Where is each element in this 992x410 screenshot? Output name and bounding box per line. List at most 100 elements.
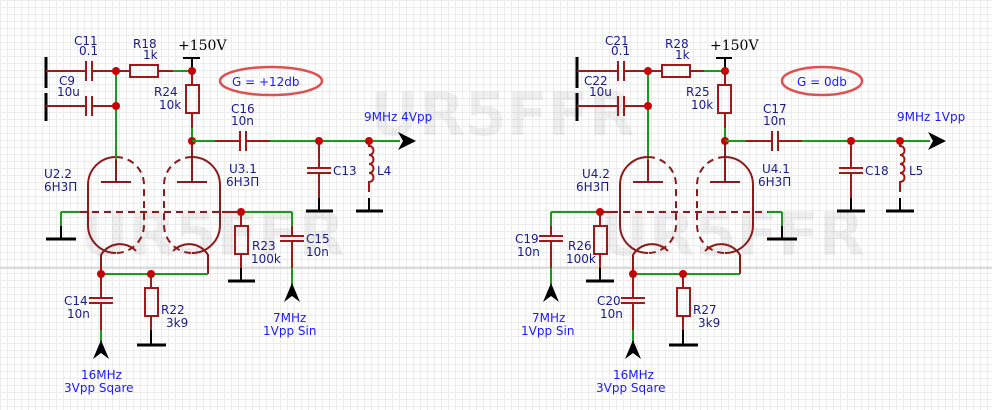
input-square-freq: 16MHz	[613, 368, 654, 382]
r22-value: 3k9	[166, 316, 188, 330]
c19-value: 10n	[517, 245, 540, 259]
tube-u4-1[interactable]	[696, 141, 754, 274]
u3-1-value: 6Н3П	[226, 175, 259, 189]
r23-ref: R23	[252, 239, 276, 253]
u2-2-value: 6Н3П	[44, 180, 77, 194]
r23-value: 100k	[251, 252, 281, 266]
u4-2-value: 6Н3П	[576, 180, 609, 194]
c17-value: 10n	[763, 114, 786, 128]
output-label: 9MHz 1Vpp	[897, 110, 965, 124]
capacitor-c15[interactable]	[280, 212, 304, 285]
c11-value: 0.1	[79, 44, 98, 58]
c11-ref: C11	[74, 34, 98, 48]
resistor-r27[interactable]	[669, 274, 698, 347]
resistor-r24[interactable]	[185, 71, 200, 141]
c18-ref: C18	[865, 164, 889, 178]
c14-value: 10n	[67, 307, 90, 321]
c22-ref: C22	[584, 74, 608, 88]
c15-value: 10n	[306, 245, 329, 259]
u3-1-ref: U3.1	[229, 162, 257, 176]
input-arrow-icon	[93, 340, 109, 359]
c22-value: 10u	[589, 85, 612, 99]
r26-value: 100k	[566, 252, 596, 266]
capacitor-c16[interactable]	[192, 131, 400, 151]
tube-u2-2[interactable]	[87, 140, 145, 274]
r22-ref: R22	[161, 303, 185, 317]
input-square-amp: 3Vpp Sqare	[64, 381, 134, 395]
u4-1-ref: U4.1	[762, 162, 790, 176]
gain-label: G = 0db	[797, 75, 847, 89]
tube-u4-2[interactable]	[619, 156, 677, 274]
c16-ref: C16	[231, 102, 255, 116]
resistor-r25[interactable]	[717, 71, 732, 141]
capacitor-c19[interactable]	[539, 212, 563, 285]
gain-label: G = +12db	[232, 75, 300, 89]
l5-ref: L5	[909, 164, 923, 178]
resistor-r22[interactable]	[137, 274, 166, 347]
output-arrow-icon	[398, 132, 416, 150]
gain-annotation	[780, 65, 864, 97]
u2-2-ref: U2.2	[44, 167, 72, 181]
inductor-l4[interactable]	[356, 141, 383, 213]
capacitor-c13[interactable]	[306, 141, 333, 213]
r25-value: 10k	[691, 98, 713, 112]
l4-ref: L4	[377, 164, 391, 178]
capacitor-c18[interactable]	[837, 141, 865, 213]
c15-ref: C15	[306, 232, 330, 246]
r24-ref: R24	[154, 85, 178, 99]
supply-label: +150V	[178, 38, 227, 54]
r28-ref: R28	[665, 37, 689, 51]
c9-ref: C9	[59, 74, 75, 88]
gain-annotation	[218, 65, 324, 97]
input-arrow-icon	[543, 283, 559, 302]
c20-ref: C20	[597, 294, 621, 308]
c16-value: 10n	[231, 114, 254, 128]
r26-ref: R26	[568, 239, 592, 253]
r18-value: 1k	[143, 48, 158, 62]
resistor-r23[interactable]	[228, 212, 255, 283]
junction	[112, 102, 120, 110]
r24-value: 10k	[159, 98, 181, 112]
c21-value: 0.1	[611, 44, 630, 58]
watermark: UR5FFR	[370, 80, 635, 150]
r27-ref: R27	[693, 303, 717, 317]
input-sine-freq: 7MHz	[273, 311, 306, 325]
input-arrow-icon	[625, 340, 641, 359]
capacitor-c9[interactable]	[46, 96, 116, 116]
r27-value: 3k9	[698, 316, 720, 330]
capacitor-c17[interactable]	[725, 131, 930, 151]
r25-ref: R25	[686, 85, 710, 99]
c17-ref: C17	[763, 102, 787, 116]
r28-value: 1k	[675, 48, 690, 62]
capacitor-c11[interactable]	[46, 61, 116, 81]
input-sine-amp: 1Vpp Sin	[521, 324, 574, 338]
input-sine-freq: 7MHz	[532, 311, 565, 325]
input-square-amp: 3Vpp Sqare	[596, 381, 666, 395]
u4-1-value: 6Н3П	[758, 175, 791, 189]
c9-value: 10u	[57, 85, 80, 99]
c13-ref: C13	[333, 164, 357, 178]
c14-ref: C14	[64, 294, 88, 308]
left-circuit: C11 0.1 C9 10u R18 1k +150V	[44, 34, 432, 395]
tube-u3-1[interactable]	[163, 141, 221, 274]
c19-ref: C19	[515, 232, 539, 246]
output-arrow-icon	[928, 132, 946, 150]
watermark: UR5FFR	[600, 200, 865, 270]
right-circuit: C21 0.1 C22 10u R28 1k +150V	[515, 34, 965, 395]
resistor-r18[interactable]	[116, 64, 193, 78]
supply-label: +150V	[710, 38, 759, 54]
input-arrow-icon	[284, 283, 300, 302]
u4-2-ref: U4.2	[582, 167, 610, 181]
output-label: 9MHz 4Vpp	[364, 110, 432, 124]
input-square-freq: 16MHz	[81, 368, 122, 382]
junction	[644, 102, 652, 110]
input-sine-amp: 1Vpp Sin	[263, 324, 316, 338]
capacitor-c20[interactable]	[621, 274, 645, 342]
resistor-r28[interactable]	[648, 64, 725, 78]
resistor-r26[interactable]	[586, 212, 614, 283]
c20-value: 10n	[600, 307, 623, 321]
capacitor-c14[interactable]	[89, 274, 113, 342]
r18-ref: R18	[133, 37, 157, 51]
inductor-l5[interactable]	[886, 141, 914, 213]
